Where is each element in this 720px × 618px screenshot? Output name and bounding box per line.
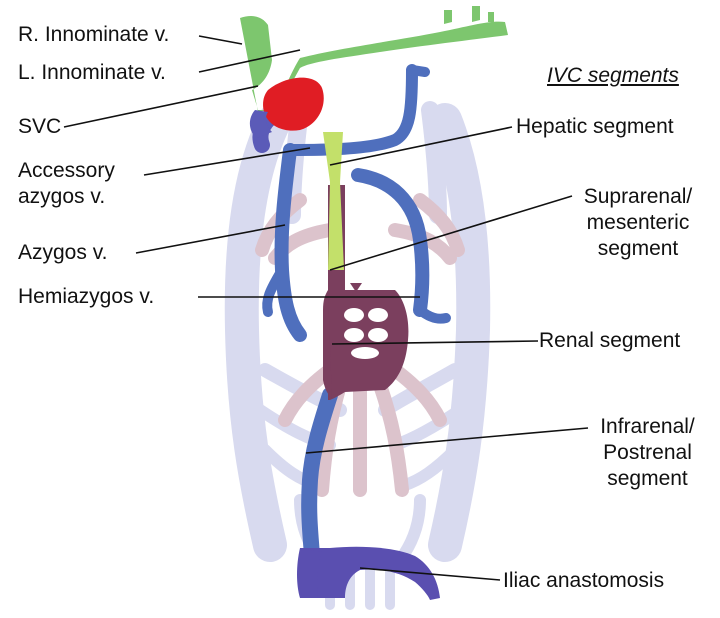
label-l-innominate: L. Innominate v. [18, 60, 166, 86]
label-hepatic-segment: Hepatic segment [516, 114, 674, 140]
label-hemiazygos: Hemiazygos v. [18, 284, 154, 310]
label-accessory-azygos: Accessory azygos v. [18, 158, 115, 210]
label-suprarenal-segment: Suprarenal/ mesenteric segment [568, 184, 708, 262]
label-iliac-anastomosis: Iliac anastomosis [503, 568, 664, 594]
label-svc: SVC [18, 114, 61, 140]
ivc-segments-heading: IVC segments [547, 63, 679, 89]
label-r-innominate: R. Innominate v. [18, 22, 169, 48]
label-infrarenal-segment: Infrarenal/ Postrenal segment [585, 414, 710, 492]
svc-heart [263, 78, 324, 131]
ivc-hepatic-segment [323, 132, 344, 270]
label-azygos: Azygos v. [18, 240, 107, 266]
label-renal-segment: Renal segment [539, 328, 680, 354]
